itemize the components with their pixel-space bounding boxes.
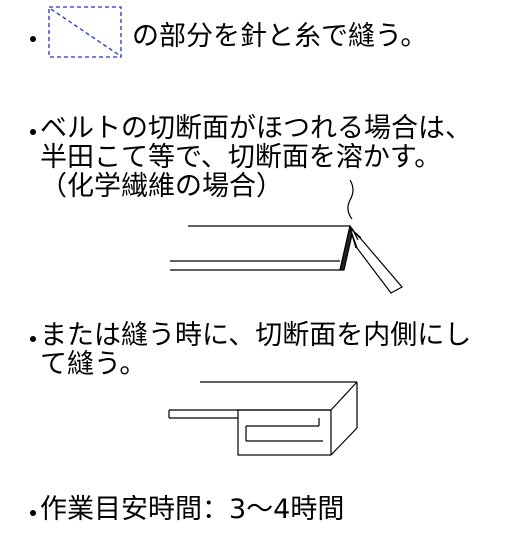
bullet-4 [30, 510, 36, 516]
line-belt-fray: ベルトの切断面がほつれる場合は、 [40, 113, 472, 144]
bullet-2 [30, 129, 36, 135]
bullet-3 [30, 336, 36, 342]
line-work-time: 作業目安時間：3～4時間 [40, 494, 345, 525]
seam-marker-icon [48, 6, 122, 58]
line-sew-inside-cont: て縫う。 [40, 349, 147, 380]
folded-belt-diagram [168, 381, 358, 456]
line-sew-inside: または縫う時に、切断面を内側にし [40, 320, 472, 351]
line-stitch-instruction: の部分を針と糸で縫う。 [132, 21, 428, 52]
bullet-1 [30, 36, 36, 42]
line-synthetic-note: （化学繊維の場合） [40, 171, 283, 202]
line-melt-cut: 半田こて等で、切断面を溶かす。 [40, 142, 442, 173]
belt-melt-diagram [170, 179, 403, 294]
